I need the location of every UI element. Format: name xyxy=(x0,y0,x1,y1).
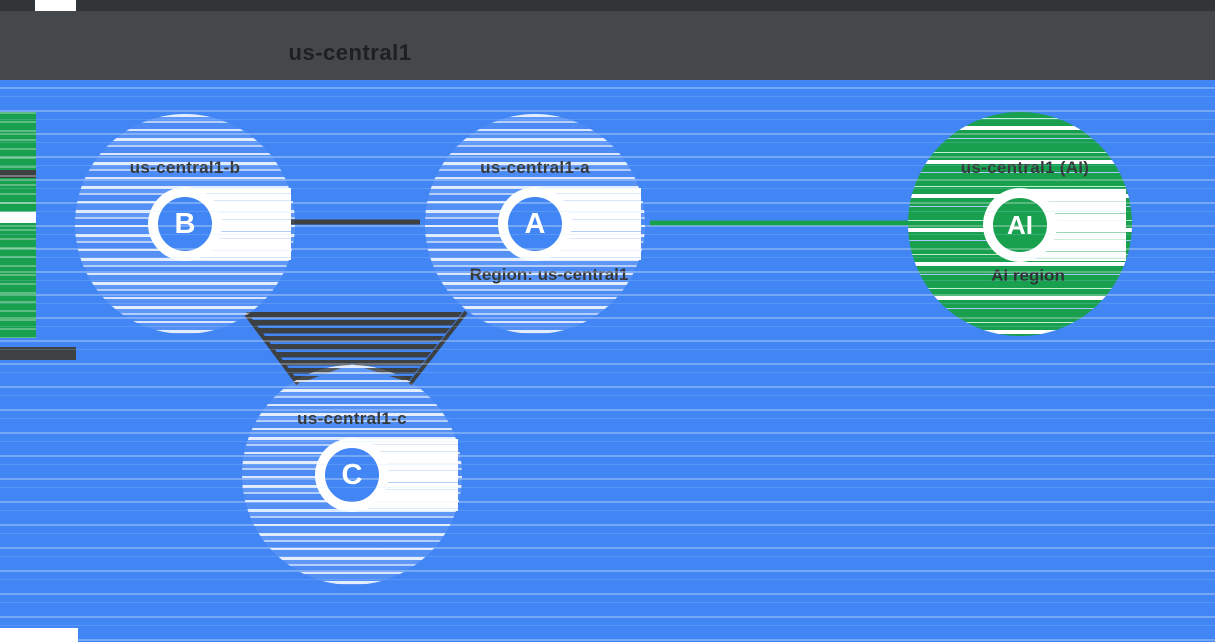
connector-line-a-c xyxy=(408,310,468,386)
glitch-green-bar xyxy=(0,112,36,338)
ai-zone-sublabel: AI region xyxy=(991,266,1065,285)
zone-b-label: us-central1-b xyxy=(129,158,241,177)
zone-a-letter-badge: A xyxy=(508,197,562,251)
glitch-dark-stub xyxy=(0,347,76,360)
zone-b-letter-badge: B xyxy=(158,197,212,251)
diagram-title: us-central1 xyxy=(288,40,412,65)
connector-line-b-c xyxy=(244,312,300,386)
header-glitch-notch xyxy=(35,0,76,11)
ai-zone-letter-badge: AI xyxy=(993,198,1047,252)
zone-c-letter-badge: C xyxy=(325,448,379,502)
region-caption: Region: us-central1 xyxy=(469,265,629,284)
zone-a-label: us-central1-a xyxy=(480,158,590,177)
header-band xyxy=(0,0,1215,80)
zone-c-label: us-central1-c xyxy=(297,409,407,428)
glitch-white-corner xyxy=(0,628,78,642)
ai-zone-label: us-central1 (AI) xyxy=(960,158,1090,177)
